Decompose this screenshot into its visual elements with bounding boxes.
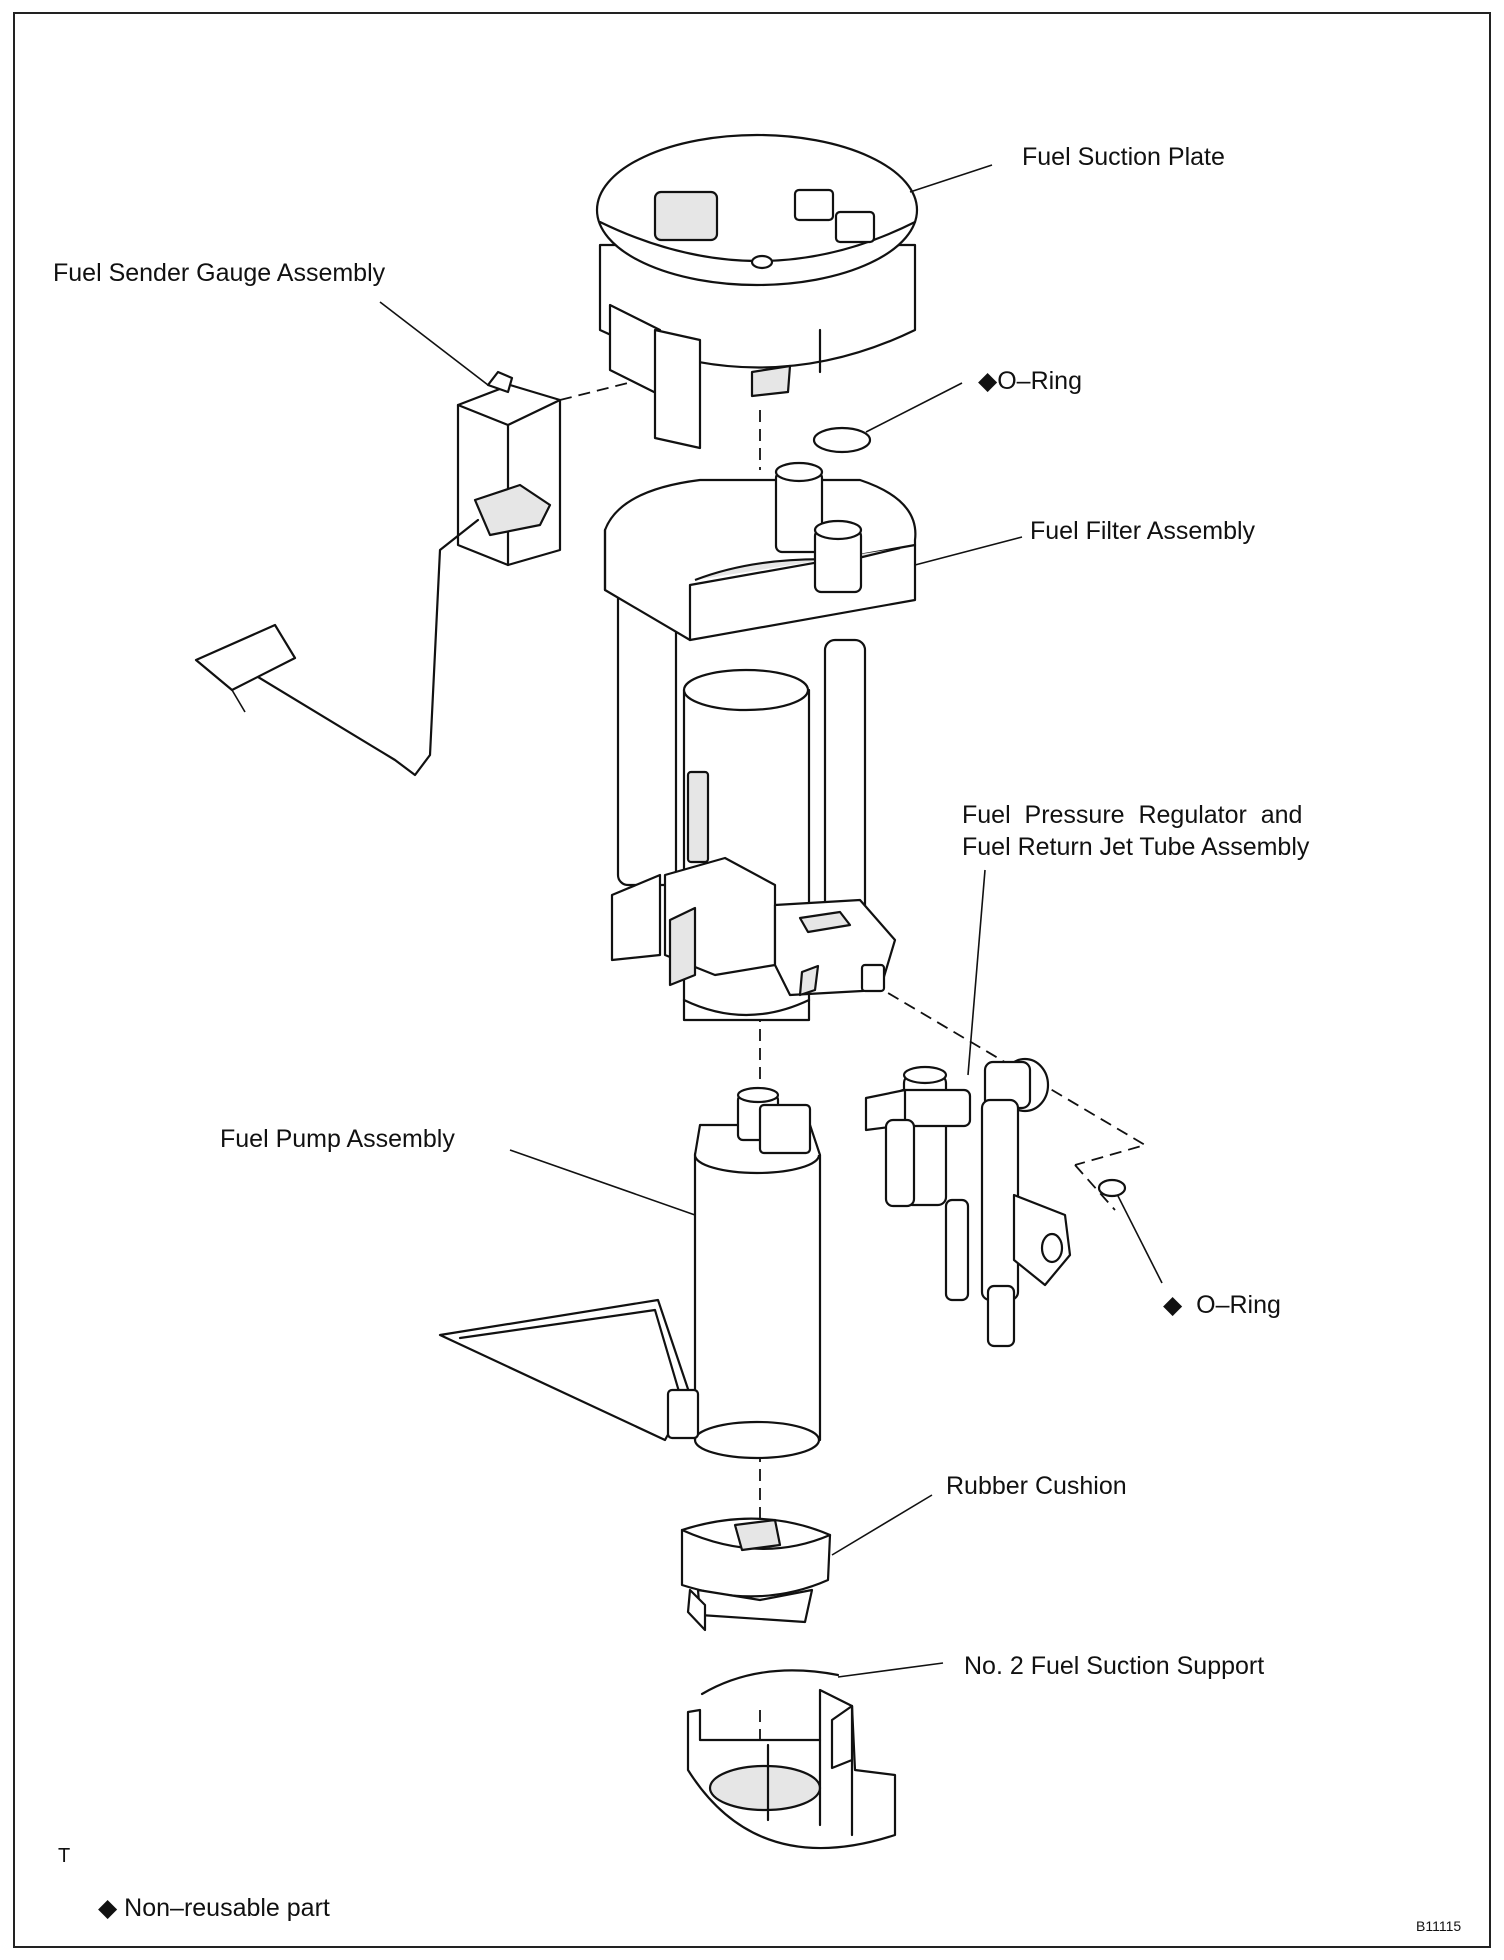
label-fuel-sender-gauge-assembly: Fuel Sender Gauge Assembly	[53, 259, 386, 287]
figure-code: B11115	[1416, 1918, 1462, 1934]
fuel-filter-assembly	[603, 461, 917, 1022]
o-ring-upper	[812, 426, 872, 454]
label-fuel-pump-assembly: Fuel Pump Assembly	[220, 1125, 455, 1153]
fuel-pressure-regulator-assembly	[864, 1057, 1072, 1348]
legend-non-reusable: ◆ Non–reusable part	[98, 1894, 330, 1922]
fuel-sender-gauge-assembly	[194, 370, 562, 777]
diagram-frame	[13, 12, 1491, 1948]
leader-lines	[379, 164, 1163, 1678]
o-ring-lower	[1097, 1178, 1127, 1198]
label-regulator-line-1: Fuel Pressure Regulator and	[962, 801, 1303, 829]
fuel-suction-plate	[595, 133, 919, 450]
fuel-pump-assembly	[438, 1086, 822, 1460]
label-no2-fuel-suction-support: No. 2 Fuel Suction Support	[964, 1652, 1265, 1680]
rubber-cushion	[680, 1517, 832, 1632]
label-fuel-suction-plate: Fuel Suction Plate	[1022, 143, 1225, 171]
no2-fuel-suction-support	[686, 1669, 897, 1850]
label-rubber-cushion: Rubber Cushion	[946, 1472, 1127, 1500]
corner-letter: T	[58, 1845, 71, 1867]
label-o-ring-lower: ◆ O–Ring	[1163, 1291, 1281, 1319]
label-o-ring-upper: ◆O–Ring	[978, 367, 1082, 395]
label-fuel-filter-assembly: Fuel Filter Assembly	[1030, 517, 1256, 545]
label-regulator-line-2: Fuel Return Jet Tube Assembly	[962, 833, 1310, 861]
